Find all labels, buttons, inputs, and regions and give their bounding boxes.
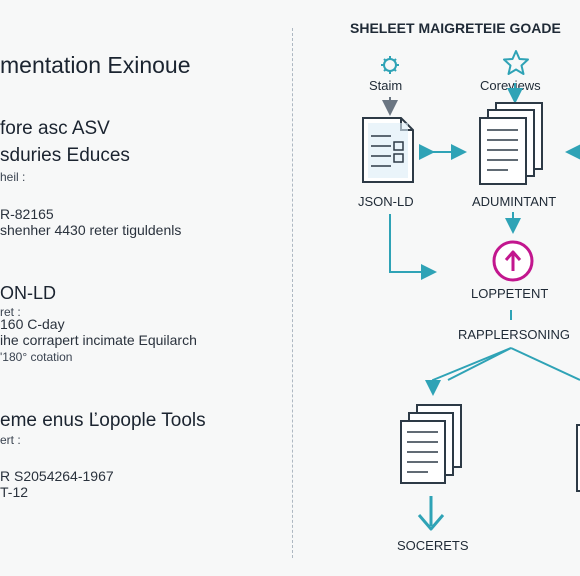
right-edge-document-icon — [576, 424, 580, 492]
panel-title: mentation Exinoue — [0, 52, 191, 78]
diagram-title: SHELEET MAIGRETEIE GOADE — [350, 20, 561, 36]
node-label-jsonld: JSON-LD — [358, 194, 414, 209]
section-1-line-2: R-82165 — [0, 206, 54, 222]
node-label-staim: Staim — [369, 78, 402, 93]
section-3-line-1: ert : — [0, 433, 21, 447]
node-label-socerets: SOCERETS — [397, 538, 469, 553]
gear-icon — [381, 56, 399, 74]
section-2-heading: ON-LD — [0, 283, 57, 303]
section-3-line-2: R S2054264-1967 — [0, 468, 114, 484]
diagram-panel: SHELEET MAIGRETEIE GOADE Staim Coreviews — [293, 0, 580, 576]
jsonld-document-icon — [362, 117, 414, 183]
section-3-heading: eme enus Ľopople Tools — [0, 410, 206, 431]
up-arrow-circle-icon — [492, 240, 534, 282]
node-label-loppetent: LOPPETENT — [471, 286, 548, 301]
diagram-canvas: SHELEET MAIGRETEIE GOADE Staim Coreviews — [350, 20, 580, 553]
node-label-rapplersoning: RAPPLERSONING — [458, 327, 570, 342]
star-icon — [503, 50, 529, 75]
section-2-line-4: '180° cotation — [0, 350, 73, 364]
panel-divider — [292, 28, 293, 558]
node-label-adumintant: ADUMINTANT — [472, 194, 556, 209]
section-1-line-3: shenher 4430 reter tiguldenls — [0, 222, 182, 238]
section-1-heading-b: sduries Educes — [0, 145, 130, 166]
node-label-coreviews: Coreviews — [480, 78, 541, 93]
branch-inner — [447, 347, 512, 381]
socerets-document-stack-icon — [400, 404, 462, 484]
arrow-jsonld-to-loppetent — [389, 214, 437, 280]
section-2-line-2: 160 C-day — [0, 316, 65, 332]
section-3-line-3: T-12 — [0, 484, 29, 500]
section-2-line-1: ret : — [0, 305, 21, 319]
arrow-branch-right — [510, 347, 580, 381]
section-1-heading-a: fore asc ASV — [0, 118, 110, 139]
adumintant-document-stack-icon — [479, 102, 543, 185]
arrow-branch-left — [425, 347, 512, 396]
section-2-line-3: ihe corrapert incimate Equilarch — [0, 332, 197, 348]
section-1-line-1: heil : — [0, 170, 26, 184]
left-text-panel: mentation Exinoue fore asc ASV sduries E… — [0, 52, 206, 500]
